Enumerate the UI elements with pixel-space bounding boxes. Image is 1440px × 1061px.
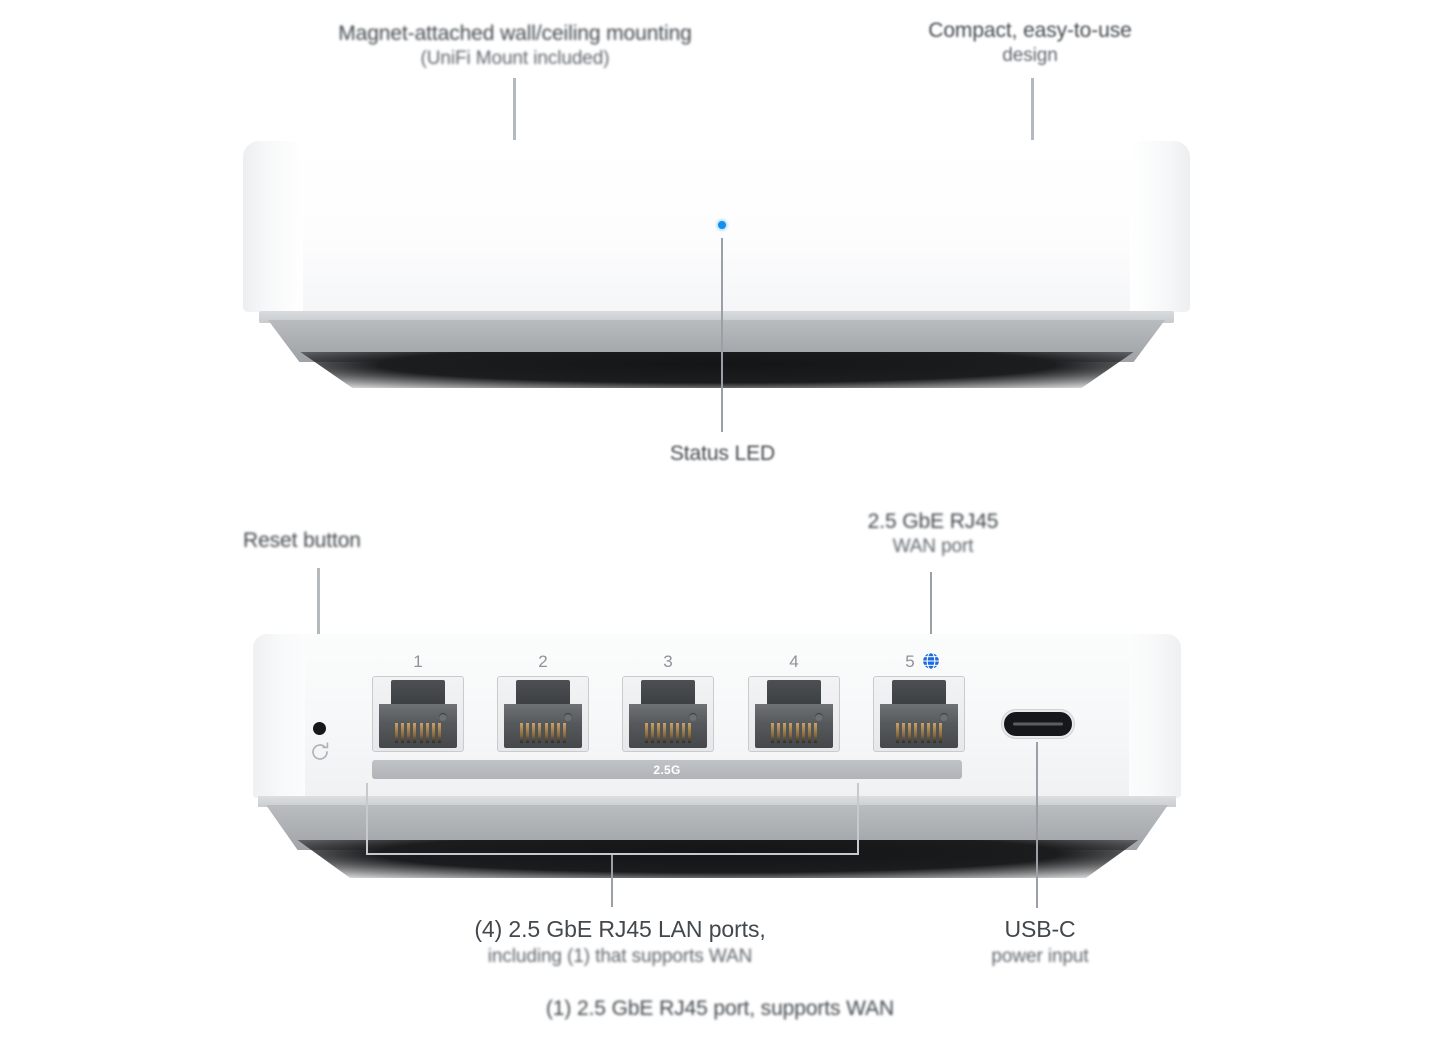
callout-footnote-line1: (1) 2.5 GbE RJ45 port, supports WAN bbox=[545, 997, 895, 1020]
rj45-jack-tab bbox=[391, 680, 445, 708]
reset-pinhole[interactable] bbox=[313, 722, 326, 735]
leader-line-lan-ports bbox=[611, 855, 613, 907]
callout-status-led-line1: Status LED bbox=[669, 442, 776, 465]
callout-reset-line1: Reset button bbox=[243, 529, 361, 552]
callout-design: Compact, easy-to-use design bbox=[890, 17, 1170, 69]
speed-label-bar: 2.5G bbox=[372, 760, 962, 779]
rj45-led-5 bbox=[940, 713, 948, 721]
rj45-port-1[interactable] bbox=[372, 676, 464, 752]
device-top-right-edge bbox=[1130, 141, 1190, 312]
callout-design-line2: design bbox=[1002, 45, 1058, 67]
rj45-jack-body bbox=[880, 704, 958, 748]
rj45-port-5-wan[interactable] bbox=[873, 676, 965, 752]
usb-c-slot bbox=[1013, 722, 1063, 726]
rj45-led-4 bbox=[815, 713, 823, 721]
leader-line-status-led bbox=[721, 238, 723, 432]
rj45-led-3 bbox=[689, 713, 697, 721]
reset-arrow-icon bbox=[308, 740, 332, 764]
rj45-pins-4 bbox=[771, 721, 817, 743]
leader-line-design bbox=[1031, 78, 1034, 140]
callout-lan-ports-line2: including (1) that supports WAN bbox=[487, 945, 753, 967]
leader-line-usb-c bbox=[1036, 742, 1038, 908]
callout-usb-c-line1: USB-C bbox=[1004, 916, 1076, 942]
callout-wan-port-line1: 2.5 GbE RJ45 bbox=[867, 510, 999, 533]
callout-lan-ports: (4) 2.5 GbE RJ45 LAN ports, including (1… bbox=[400, 915, 840, 970]
device-rear-right-edge bbox=[1129, 634, 1181, 798]
rj45-jack-tab bbox=[516, 680, 570, 708]
callout-status-led: Status LED bbox=[615, 440, 830, 467]
rj45-jack-body bbox=[379, 704, 457, 748]
rj45-pins-5 bbox=[896, 721, 942, 743]
port-number-2: 2 bbox=[538, 652, 548, 671]
rj45-jack-body bbox=[629, 704, 707, 748]
callout-wan-port-line2: WAN port bbox=[892, 536, 974, 558]
rj45-pins-1 bbox=[395, 721, 441, 743]
rj45-port-4[interactable] bbox=[748, 676, 840, 752]
rj45-pins-2 bbox=[520, 721, 566, 743]
lan-ports-bracket bbox=[366, 783, 859, 855]
callout-lan-ports-line1: (4) 2.5 GbE RJ45 LAN ports, bbox=[474, 916, 766, 942]
rj45-port-3[interactable] bbox=[622, 676, 714, 752]
device-top-left-edge bbox=[243, 141, 303, 312]
rj45-jack-tab bbox=[892, 680, 946, 708]
leader-line-wan-port bbox=[930, 572, 932, 650]
callout-mount-line2: (UniFi Mount included) bbox=[420, 48, 610, 70]
rj45-led-2 bbox=[564, 713, 572, 721]
port-number-1: 1 bbox=[413, 652, 423, 671]
rj45-pins-3 bbox=[645, 721, 691, 743]
device-top-view bbox=[243, 141, 1190, 312]
rj45-jack-tab bbox=[767, 680, 821, 708]
rj45-jack-body bbox=[504, 704, 582, 748]
rj45-port-2[interactable] bbox=[497, 676, 589, 752]
leader-line-mount bbox=[513, 78, 516, 140]
port-number-4: 4 bbox=[789, 652, 799, 671]
device-rear-base-lip bbox=[258, 796, 1176, 807]
device-rear-left-edge bbox=[253, 634, 305, 798]
rj45-jack-body bbox=[755, 704, 833, 748]
device-rear-shadow bbox=[297, 840, 1139, 878]
rj45-led-1 bbox=[439, 713, 447, 721]
globe-icon bbox=[920, 650, 942, 672]
callout-mount-line1: Magnet-attached wall/ceiling mounting bbox=[338, 22, 692, 45]
usb-c-port[interactable] bbox=[1002, 710, 1074, 738]
callout-mount: Magnet-attached wall/ceiling mounting (U… bbox=[255, 20, 775, 72]
callout-usb-c: USB-C power input bbox=[955, 915, 1125, 970]
callout-footnote: (1) 2.5 GbE RJ45 port, supports WAN bbox=[490, 995, 950, 1022]
rj45-jack-tab bbox=[641, 680, 695, 708]
port-number-5: 5 bbox=[905, 652, 915, 671]
callout-reset: Reset button bbox=[243, 527, 408, 554]
callout-usb-c-line2: power input bbox=[991, 945, 1089, 967]
device-top-shadow bbox=[300, 352, 1134, 388]
port-number-3: 3 bbox=[663, 652, 673, 671]
callout-wan-port: 2.5 GbE RJ45 WAN port bbox=[838, 508, 1028, 560]
status-led-indicator bbox=[718, 221, 726, 229]
callout-design-line1: Compact, easy-to-use bbox=[928, 19, 1132, 42]
